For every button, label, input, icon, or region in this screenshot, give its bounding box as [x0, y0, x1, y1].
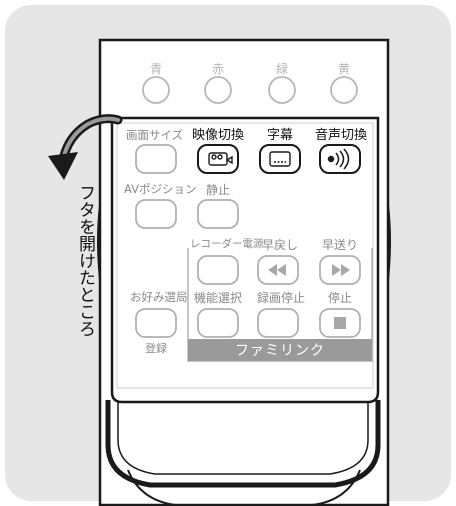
screen-size-label: 画面サイズ [126, 128, 184, 142]
stop-square-icon [334, 317, 346, 329]
function-select-button[interactable] [197, 308, 239, 338]
rewind-icon [268, 264, 286, 276]
rim-tail [127, 469, 361, 506]
side-caption: フタを開けたところ [75, 184, 95, 337]
curved-arrow-icon [48, 114, 123, 180]
av-position-label: AVポジション [124, 182, 197, 196]
favorite-select-label: お好み選局 [130, 290, 188, 304]
familink-label: ファミリンク [235, 343, 325, 359]
screen-size-button[interactable] [135, 144, 177, 174]
lid-panel [110, 116, 380, 404]
yellow-label: 黄 [337, 62, 351, 76]
subtitle-button[interactable] [259, 144, 301, 174]
left-ridge [97, 204, 101, 281]
recorder-power-button[interactable] [197, 255, 239, 285]
pause-label: 静止 [205, 183, 231, 197]
lid-inner-line [116, 122, 374, 389]
stop-label: 停止 [327, 291, 353, 305]
subtitle-box-icon [269, 151, 291, 167]
blue-label: 青 [149, 62, 163, 76]
recorder-power-label: レコーダー電源 [190, 238, 264, 250]
video-switch-button[interactable] [197, 144, 239, 174]
sound-waves-icon [327, 148, 350, 170]
function-select-label: 機能選択 [193, 291, 243, 305]
yellow-button[interactable] [330, 76, 358, 104]
color-buttons [142, 76, 358, 104]
rewind-label: 早戻し [261, 238, 299, 252]
familink-banner [188, 339, 372, 361]
record-stop-button[interactable] [257, 308, 299, 338]
remote-bottom-rim [105, 400, 381, 488]
fast-forward-icon [332, 264, 350, 276]
audio-switch-button[interactable] [319, 144, 361, 174]
register-label: 登録 [145, 342, 167, 355]
green-button[interactable] [268, 76, 296, 104]
pause-button[interactable] [197, 199, 239, 229]
subtitle-label: 字幕 [266, 128, 294, 143]
favorite-select-button[interactable] [135, 308, 177, 338]
right-ridge [387, 204, 391, 281]
green-label: 緑 [275, 62, 289, 76]
camera-icon [208, 152, 233, 166]
record-stop-label: 録画停止 [256, 291, 306, 305]
fast-forward-label: 早送り [321, 238, 359, 252]
blue-button[interactable] [142, 76, 170, 104]
red-button[interactable] [204, 76, 232, 104]
inner-rim [117, 390, 369, 475]
audio-switch-label: 音声切換 [314, 128, 368, 143]
red-label: 赤 [211, 62, 225, 76]
av-position-button[interactable] [135, 199, 177, 229]
video-switch-label: 映像切換 [191, 128, 245, 143]
